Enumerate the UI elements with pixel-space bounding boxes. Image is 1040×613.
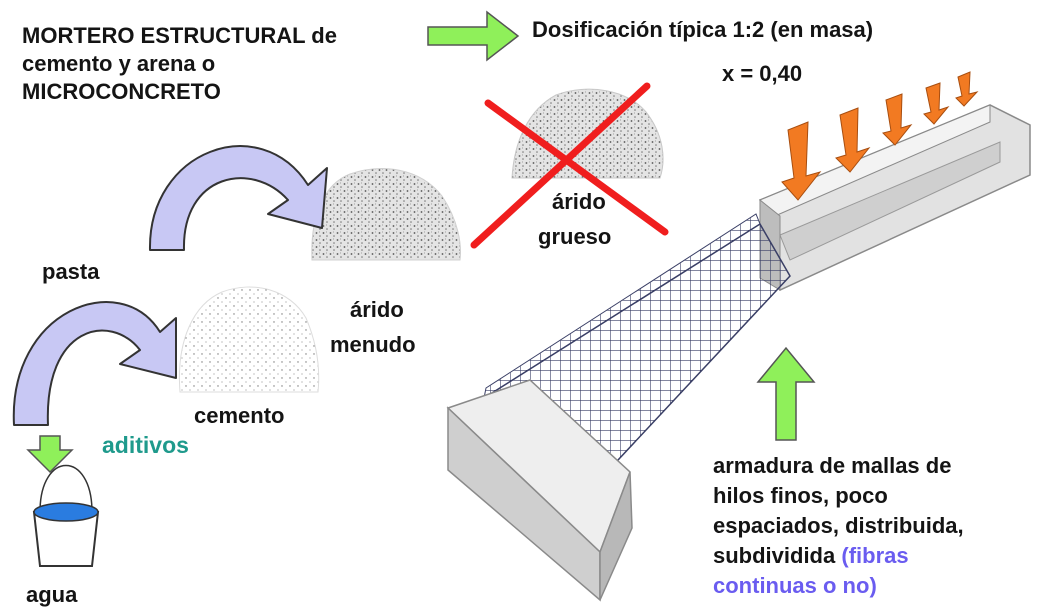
- red-cross-icon: [470, 82, 669, 249]
- curved-arrow-icon: [12, 301, 177, 426]
- cemento-label: cemento: [194, 403, 285, 428]
- arido-grueso-label: grueso: [538, 224, 612, 249]
- green-arrow-icon: [756, 346, 816, 441]
- fibras-text: (fibras: [841, 543, 909, 568]
- curved-arrow-icon: [148, 145, 328, 251]
- green-arrow-icon: [26, 435, 74, 474]
- title-line: MICROCONCRETO: [22, 79, 221, 104]
- pasta-label: pasta: [42, 259, 100, 284]
- bucket-icon: [32, 464, 100, 567]
- title-line: cemento y arena o: [22, 51, 216, 76]
- reinforcement-text: subdividida (fibras: [713, 542, 909, 570]
- arido-menudo-label: menudo: [330, 332, 416, 357]
- arido-grueso-label: árido: [552, 189, 606, 214]
- reinforcement-text: espaciados, distribuida,: [713, 513, 964, 538]
- dosage-text: Dosificación típica 1:2 (en masa): [532, 17, 874, 42]
- load-arrow-icon: [955, 71, 979, 107]
- load-arrow-icon: [923, 82, 950, 125]
- cement-pile: [178, 286, 320, 393]
- reinforcement-text: hilos finos, poco: [713, 483, 888, 508]
- load-arrow-icon: [835, 107, 871, 173]
- aditivos-label: aditivos: [102, 432, 189, 458]
- load-arrow-icon: [781, 121, 822, 201]
- arido-menudo-label: árido: [350, 297, 404, 322]
- agua-label: agua: [26, 582, 78, 607]
- reinforcement-text: armadura de mallas de: [713, 453, 952, 478]
- load-arrow-icon: [882, 93, 913, 146]
- ratio-text: x = 0,40: [722, 61, 803, 86]
- title-line: MORTERO ESTRUCTURAL de: [22, 23, 337, 48]
- beam-illustration: [446, 104, 1031, 602]
- green-arrow-icon: [427, 10, 520, 62]
- fibras-text: continuas o no): [713, 573, 877, 598]
- fine-aggregate-pile: [311, 168, 461, 261]
- reinforcement-subdividida: subdividida: [713, 543, 836, 568]
